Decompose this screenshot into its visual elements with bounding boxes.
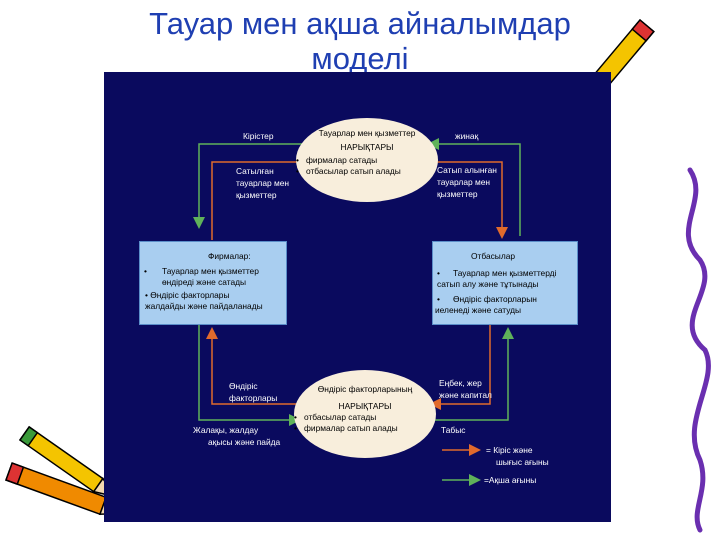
label-satyp-2: тауарлар мен: [437, 177, 490, 187]
label-enbek-1: Еңбек, жер: [439, 378, 482, 388]
goods-flow-top-right: [430, 161, 508, 239]
households-bullet2b: иеленеді және сатуды: [435, 305, 522, 315]
households-title: Отбасылар: [471, 251, 516, 261]
households-box: Отбасылар Тауарлар мен қызметтерді сатып…: [432, 241, 578, 325]
factor-market-line1: Өндіріс факторларының: [317, 384, 413, 394]
goods-market-line1: Тауарлар мен қызметтер: [318, 128, 416, 138]
label-satylgan-1: Сатылған: [236, 166, 274, 176]
households-bullet1b: сатып алу және тұтынады: [437, 279, 539, 289]
label-satylgan-2: тауарлар мен: [236, 178, 289, 188]
goods-market-line2: НАРЫҚТАРЫ: [340, 142, 394, 152]
label-zhalaky-2: ақысы және пайда: [208, 437, 281, 447]
households-bullet2a: Өндіріс факторларын: [433, 294, 577, 305]
pencil-icon: [18, 425, 117, 498]
legend-green: =Ақша ағыны: [484, 475, 537, 485]
label-enbek-2: және капитал: [439, 390, 492, 400]
goods-flow-bottom-left: [206, 327, 300, 405]
factor-market-bullet2: фирмалар сатып алады: [290, 423, 436, 434]
goods-flow-top-left: [211, 156, 309, 240]
firms-bullet1a: Тауарлар мен қызметтер: [140, 266, 286, 277]
legend-orange-line2: шығыс ағыны: [496, 457, 549, 467]
firms-box: Фирмалар: Тауарлар мен қызметтер өндіред…: [139, 241, 287, 325]
label-kiris: Кірістер: [243, 131, 274, 141]
firms-bullet2b: жалдайды және пайдаланады: [145, 301, 263, 311]
goods-market-bullet2: отбасылар сатып алады: [292, 166, 438, 177]
legend-orange-line1: = Кіріс және: [486, 445, 533, 455]
firms-bullet2a: • Өндіріс факторлары: [145, 290, 230, 300]
slide-title: Тауар мен ақша айналымдар моделі: [149, 6, 571, 76]
money-flow-bottom-right: [432, 327, 514, 421]
firms-title: Фирмалар:: [208, 251, 251, 261]
label-ondiris-1: Өндіріс: [229, 381, 258, 391]
label-zhalaky-1: Жалақы, жалдау: [193, 425, 259, 435]
label-tabys: Табыс: [441, 425, 466, 435]
money-flow-bottom-left: [198, 324, 301, 426]
money-flow-top-right: [427, 138, 521, 236]
factor-market-ellipse: Өндіріс факторларының НАРЫҚТАРЫ отбасыла…: [294, 370, 436, 458]
goods-market-bullet1: фирмалар сатады: [292, 155, 438, 166]
squiggle-decoration: [686, 167, 711, 533]
households-bullet1a: Тауарлар мен қызметтерді: [433, 268, 577, 279]
factor-market-line2: НАРЫҚТАРЫ: [338, 401, 392, 411]
label-satylgan-3: қызметтер: [236, 190, 277, 200]
factor-market-bullet1: отбасылар сатады: [290, 412, 436, 423]
money-flow-top-left: [193, 143, 306, 229]
goods-flow-bottom-right: [429, 324, 491, 410]
firms-bullet1b: өндіреді және сатады: [162, 277, 247, 287]
label-satyp-1: Сатып алынған: [437, 165, 497, 175]
label-satyp-3: қызметтер: [437, 189, 478, 199]
label-ondiris-2: факторлары: [229, 393, 278, 403]
goods-market-ellipse: Тауарлар мен қызметтер НАРЫҚТАРЫ фирмала…: [296, 118, 438, 202]
label-zhinak: жинақ: [455, 131, 479, 141]
